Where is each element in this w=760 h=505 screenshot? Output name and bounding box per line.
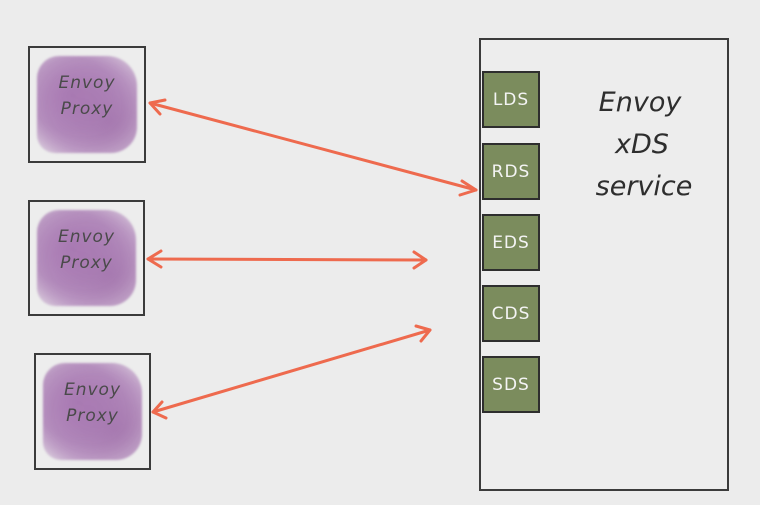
proxy-label-line2: Proxy — [60, 253, 113, 273]
proxy-label: Envoy Proxy — [36, 377, 149, 429]
proxy-watercolor-wash — [37, 210, 136, 306]
arrow-proxy1-rds — [148, 98, 478, 197]
proxy-watercolor-wash — [37, 56, 137, 153]
xds-title-line3: service — [595, 171, 693, 202]
service-lds: LDS — [482, 71, 540, 128]
xds-title-line2: xDS — [615, 129, 669, 160]
proxy-label: Envoy Proxy — [30, 70, 144, 122]
envoy-proxy-2: Envoy Proxy — [28, 200, 145, 316]
envoy-proxy-1: Envoy Proxy — [28, 46, 146, 163]
envoy-proxy-3: Envoy Proxy — [34, 353, 151, 470]
proxy-label-line1: Envoy — [57, 227, 116, 247]
proxy-label-line1: Envoy — [58, 73, 116, 93]
proxy-label-line2: Proxy — [66, 406, 119, 426]
proxy-label-line2: Proxy — [60, 99, 114, 119]
service-sds: SDS — [482, 356, 540, 413]
proxy-watercolor-wash — [43, 363, 142, 460]
xds-title-line1: Envoy — [598, 87, 682, 118]
arrow-proxy3-cds — [151, 324, 432, 420]
xds-service-title: Envoy xDS service — [570, 82, 710, 208]
service-eds: EDS — [482, 214, 540, 271]
proxy-label: Envoy Proxy — [30, 224, 143, 276]
service-cds: CDS — [482, 285, 540, 342]
service-rds: RDS — [482, 143, 540, 200]
proxy-label-line1: Envoy — [63, 380, 122, 400]
arrow-proxy2-eds — [146, 249, 428, 270]
